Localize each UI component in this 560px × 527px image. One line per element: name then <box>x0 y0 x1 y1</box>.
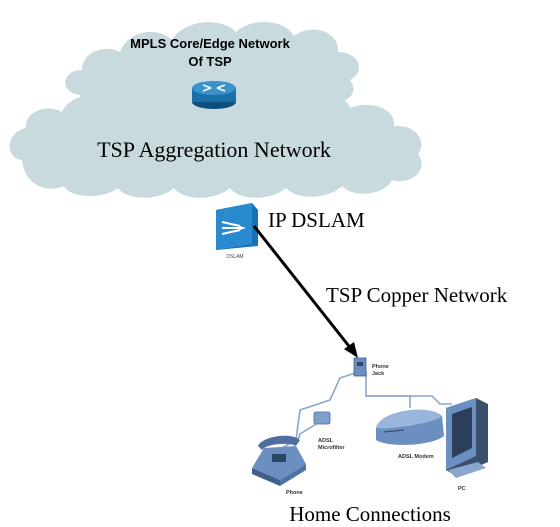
mpls-core-label-line2: Of TSP <box>188 54 232 69</box>
aggregation-label: TSP Aggregation Network <box>97 137 331 162</box>
mpls-core-label: MPLS Core/Edge Network <box>130 36 290 51</box>
microfilter-label: ADSL <box>318 438 334 444</box>
adsl-modem-label: ADSL Modem <box>398 454 434 460</box>
home-connections-label: Home Connections <box>289 502 451 526</box>
phone-jack-icon: Phone Jack <box>353 357 389 377</box>
mpls-core-cloud: MPLS Core/Edge Network Of TSP <box>65 21 360 112</box>
microfilter-label-line2: Microfilter <box>318 445 345 451</box>
adsl-modem-icon: ADSL Modem <box>376 409 444 460</box>
tsp-aggregation-cloud: TSP Aggregation Network <box>9 89 422 198</box>
phone-label: Phone <box>286 490 303 496</box>
dslam-icon-caption: DSLAM <box>226 254 243 260</box>
router-icon <box>192 81 236 109</box>
pc-label: PC <box>458 486 466 492</box>
phone-jack-label-line2: Jack <box>372 371 385 377</box>
copper-link-arrow <box>252 225 358 358</box>
pc-icon: PC <box>446 398 488 492</box>
phone-icon: Phone <box>252 435 306 496</box>
phone-jack-label: Phone <box>372 364 389 370</box>
dslam-label: IP DSLAM <box>268 208 365 232</box>
microfilter-icon: ADSL Microfilter <box>313 411 345 451</box>
dslam-icon: DSLAM <box>216 203 258 260</box>
copper-network-label: TSP Copper Network <box>326 283 508 307</box>
